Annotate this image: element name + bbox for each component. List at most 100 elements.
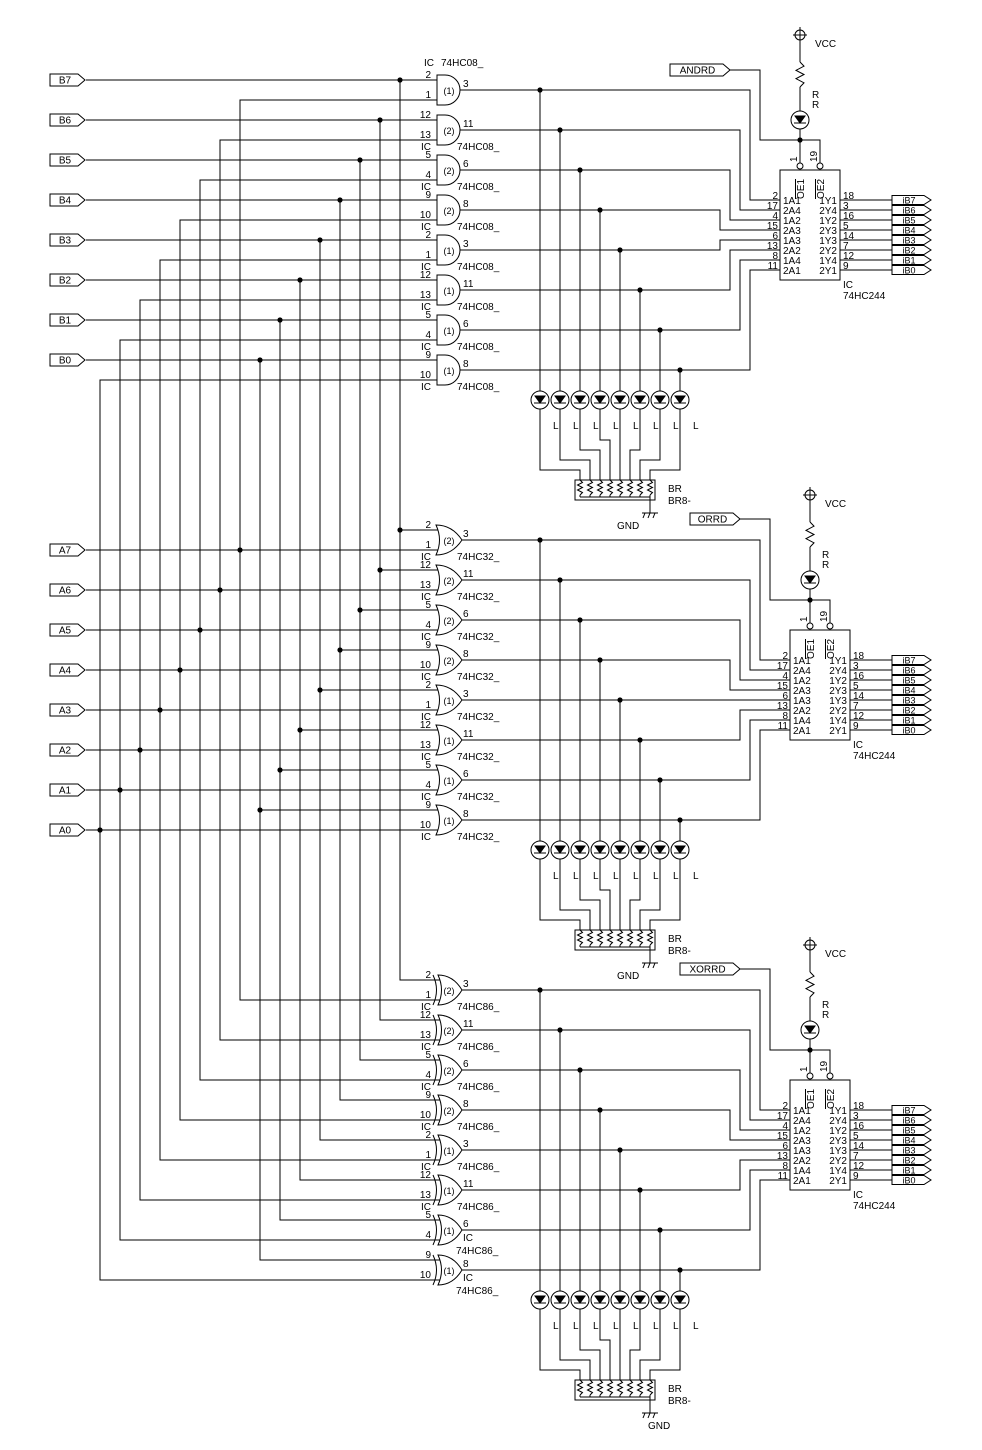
and-gate-symbol: [436, 154, 461, 186]
oe2-wire: [810, 599, 831, 623]
chip-right-pin-name: 2Y1: [829, 726, 847, 737]
gate-pin-a-number: 2: [425, 230, 431, 241]
b-vertical-line: [299, 280, 441, 1181]
or-gate-symbol: [435, 604, 463, 636]
gate-pin-a-number: 12: [420, 720, 432, 731]
control-port-orrd-label: ORRD: [698, 515, 727, 526]
gate-ref-label: IC: [421, 262, 431, 273]
led-return-wire: [649, 1309, 681, 1380]
input-port-b0: B0: [49, 353, 86, 367]
chip-oe1-label: OE1: [796, 179, 807, 199]
input-bus: [86, 77, 441, 1281]
xor-status-led-4: [590, 1290, 610, 1310]
b-vertical-line: [279, 320, 441, 1221]
input-port-a7-shape: [49, 543, 86, 557]
gate-ref-label: IC: [421, 1082, 431, 1093]
gate-output-pin-number: 6: [463, 769, 469, 780]
gate-pin-a-number: 9: [425, 190, 431, 201]
chip-left-pin-number: 4: [782, 671, 788, 682]
gate-unit-label: (2): [444, 1066, 455, 1076]
chip-left-pin-number: 2: [782, 1101, 788, 1112]
oe1-inversion-bubble: [806, 622, 814, 630]
gate-part-label: 74HC86_: [457, 1162, 500, 1173]
chip-right-pin-number: 7: [843, 241, 849, 252]
led-triangle-icon: [634, 395, 646, 404]
chip-left-pin-number: 2: [772, 191, 778, 202]
input-port-a7-label: A7: [59, 546, 72, 557]
gate-unit-label: (2): [444, 656, 455, 666]
a-vertical-line: [179, 219, 441, 1121]
output-port-ib7: iB7: [891, 655, 932, 666]
gate-ref-label: IC: [421, 552, 431, 563]
chip-left-pin-name: 1A4: [793, 716, 811, 727]
chip-left-pin-name: 2A2: [793, 706, 811, 717]
control-port-xorrd-label: XORRD: [689, 965, 725, 976]
gate-output-wire: [460, 729, 790, 821]
chip-left-pin-number: 8: [782, 1161, 788, 1172]
output-port-ib7-shape: [891, 655, 932, 665]
chip-left-pin-name: 1A2: [783, 216, 801, 227]
gate-output-wire: [460, 1109, 790, 1141]
gate-output-wire: [460, 1069, 790, 1131]
xor-status-led-2: [550, 1290, 570, 1310]
gate-output-pin-number: 8: [463, 199, 469, 210]
a-vertical-line: [139, 299, 441, 1201]
gate-output-pin-number: 11: [463, 729, 474, 740]
gate-output-wire: [460, 1029, 790, 1121]
ground-icon: [642, 962, 658, 969]
xor-gate-input-arc: [432, 1054, 437, 1086]
gate-pin-b-number: 1: [425, 990, 431, 1001]
chip-right-pin-number: 18: [853, 1101, 865, 1112]
led-label: L: [613, 421, 619, 432]
input-port-b2-shape: [49, 273, 86, 287]
a-vertical-line: [119, 339, 441, 1241]
chip-right-pin-name: 1Y3: [819, 236, 837, 247]
led-label: L: [553, 1321, 559, 1332]
gate-output-wire: [460, 249, 780, 291]
output-port-ib5-label: iB5: [902, 216, 915, 226]
output-port-ib2-label: iB2: [902, 246, 915, 256]
gate-pin-a-number: 5: [425, 600, 431, 611]
chip-right-pin-name: 2Y2: [819, 246, 837, 257]
gate-pin-b-number: 13: [420, 1190, 432, 1201]
chip-right-pin-number: 14: [853, 691, 865, 702]
chip-left-pin-name: 1A4: [783, 256, 801, 267]
oe1-inversion-bubble: [806, 1072, 814, 1080]
gate-output-wire: [460, 169, 780, 221]
control-port-orrd-shape: [689, 512, 741, 526]
gate-pin-b-number: 1: [425, 1150, 431, 1161]
and-status-led-8: [670, 390, 690, 410]
gate-output-wire: [460, 1159, 790, 1191]
output-port-ib7-label: iB7: [902, 656, 915, 666]
chip-right-pin-number: 7: [853, 1151, 859, 1162]
ground-hatch: [642, 1412, 646, 1419]
chip-part-label: 74HC244: [853, 751, 896, 762]
vcc-label: VCC: [815, 39, 836, 50]
or-status-led-4: [590, 840, 610, 860]
resistor-ref-label: R: [822, 1000, 829, 1011]
gate-output-pin-number: 6: [463, 159, 469, 170]
gate-pin-b-number: 1: [425, 700, 431, 711]
gate-ref-label: IC: [421, 342, 431, 353]
ground-label: GND: [617, 521, 639, 532]
junction-dot: [797, 137, 803, 143]
gate-ref-label: IC: [421, 1002, 431, 1013]
or-gate-symbol: [435, 524, 463, 556]
chip-left-pin-name: 2A3: [793, 686, 811, 697]
gate-unit-label: (1): [444, 736, 455, 746]
output-port-ib5-shape: [891, 675, 932, 685]
ground-hatch: [647, 1412, 651, 1419]
resistor-value-label: R: [812, 100, 819, 111]
vcc-icon: [793, 27, 807, 62]
input-port-a0-label: A0: [59, 826, 72, 837]
gate-unit-label: (1): [444, 326, 455, 336]
input-port-b7-label: B7: [59, 76, 72, 87]
gate-ref-label: IC: [421, 592, 431, 603]
